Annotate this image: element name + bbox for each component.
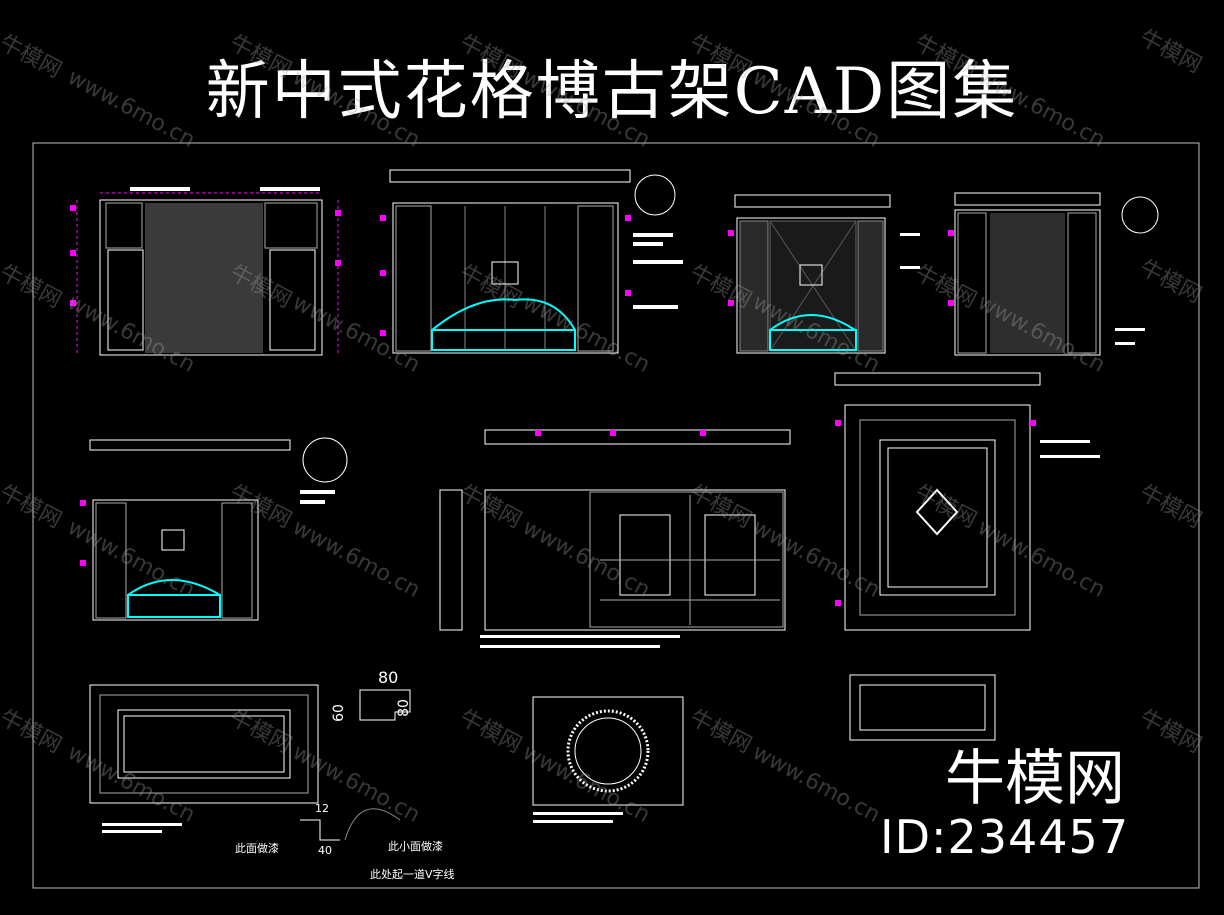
dimension-label: 40 xyxy=(318,844,332,857)
callout-v-groove: 此处起一道V字线 xyxy=(370,868,455,881)
ceiling-plan-1 xyxy=(89,684,411,841)
brand-logo: 牛模网 xyxy=(945,744,1125,814)
plan-view xyxy=(834,372,1100,631)
brand-id: ID:234457 xyxy=(880,810,1130,864)
callout-painted-face: 此面做漆 xyxy=(235,842,279,855)
callout-small-face-painted: 此小面做漆 xyxy=(388,840,443,853)
elevation-3 xyxy=(734,194,920,354)
dimension-label: 60 xyxy=(330,704,347,722)
elevation-2 xyxy=(389,169,683,354)
elevation-5 xyxy=(89,437,348,621)
elevation-1 xyxy=(76,187,339,356)
dimension-label: 80 xyxy=(378,668,399,687)
ceiling-plan-2 xyxy=(532,696,684,823)
ceiling-plan-3 xyxy=(849,674,996,741)
dimension-markers xyxy=(70,205,1036,606)
page-title: 新中式花格博古架CAD图集 xyxy=(205,55,1019,129)
dimension-label: 12 xyxy=(315,802,329,815)
elevation-6 xyxy=(439,429,791,648)
elevation-4 xyxy=(954,192,1159,356)
dimension-label: 80 xyxy=(395,699,412,717)
drawing-border xyxy=(32,142,1200,889)
